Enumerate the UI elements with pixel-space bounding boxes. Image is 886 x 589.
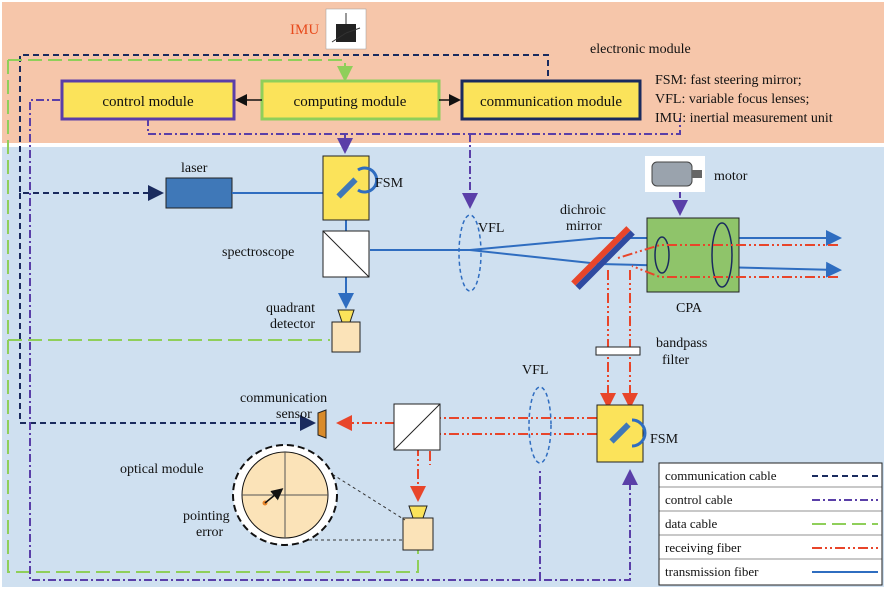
motor-label: motor — [714, 169, 748, 184]
cpa-label: CPA — [676, 301, 703, 316]
dichroic-label-2: mirror — [566, 219, 602, 234]
fsm-top-label: FSM — [375, 176, 404, 191]
legend-label-receiving: receiving fiber — [665, 540, 742, 555]
control-module-label: control module — [102, 94, 194, 110]
abbrev-vfl: VFL: variable focus lenses; — [655, 92, 809, 107]
legend-label-comm: communication cable — [665, 468, 777, 483]
vfl-top-lens — [458, 214, 482, 292]
fsm-bottom-label: FSM — [650, 432, 679, 447]
cpa — [646, 217, 740, 293]
communication-module-label: communication module — [480, 94, 622, 110]
vfl-top-label: VFL — [478, 221, 504, 236]
quadrant-detector-label-1: quadrant — [266, 301, 315, 316]
abbrev-imu: IMU: inertial measurement unit — [655, 111, 833, 126]
bandpass-label-2: filter — [662, 353, 690, 368]
vfl-bottom-label: VFL — [522, 363, 548, 378]
fsm-bottom — [596, 404, 647, 463]
legend: communication cable control cable data c… — [658, 462, 883, 586]
legend-label-control: control cable — [665, 492, 733, 507]
control-cable — [29, 99, 688, 581]
bandpass-label-1: bandpass — [656, 336, 707, 351]
communication-sensor — [317, 409, 327, 439]
computing-module-box: computing module — [260, 79, 441, 121]
dichroic-mirror — [571, 226, 635, 290]
imu-icon — [325, 8, 367, 50]
electronic-module-label: electronic module — [590, 42, 691, 57]
data-cable — [7, 59, 419, 573]
bandpass-filter — [595, 346, 641, 356]
bottom-detector — [402, 505, 434, 551]
pointing-error-label-1: pointing — [183, 509, 230, 524]
imu-label: IMU — [290, 22, 319, 38]
comm-sensor-label-2: sensor — [276, 407, 312, 422]
laser — [165, 177, 233, 209]
control-module-box: control module — [60, 79, 236, 121]
quadrant-detector-label-2: detector — [270, 317, 315, 332]
pointing-error-view — [232, 444, 406, 546]
legend-label-data: data cable — [665, 516, 718, 531]
legend-label-transmission: transmission fiber — [665, 564, 759, 579]
computing-module-label: computing module — [294, 94, 407, 110]
dichroic-label-1: dichroic — [560, 203, 606, 218]
laser-label: laser — [181, 161, 208, 176]
receiver-beam-splitter — [393, 403, 441, 451]
optical-module-label: optical module — [120, 462, 204, 477]
spectroscope-label: spectroscope — [222, 245, 294, 260]
quadrant-detector — [331, 309, 361, 353]
vfl-bottom-lens — [528, 386, 552, 464]
motor-icon — [645, 156, 705, 192]
spectroscope — [322, 230, 370, 278]
pointing-error-label-2: error — [196, 525, 224, 540]
communication-module-box: communication module — [460, 79, 642, 121]
abbrev-fsm: FSM: fast steering mirror; — [655, 73, 802, 88]
fsm-top — [322, 155, 379, 221]
comm-sensor-label-1: communication — [240, 391, 327, 406]
comm-cable-top — [19, 54, 549, 431]
